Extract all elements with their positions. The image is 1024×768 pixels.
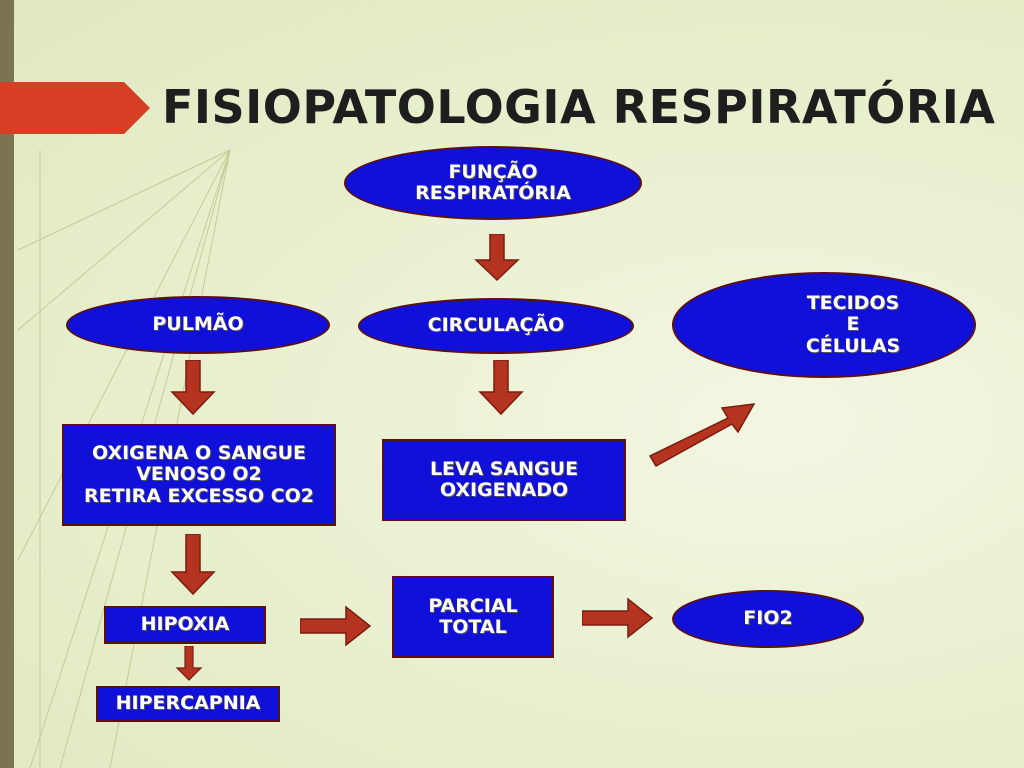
node-hipercapnia: HIPERCAPNIA (96, 686, 280, 722)
node-parcial-total: PARCIAL TOTAL (392, 576, 554, 658)
node-tecidos-e-celulas: TECIDOS E CÉLULAS (672, 272, 976, 378)
node-fio2: FIO2 (672, 590, 864, 648)
arrow-funcao-to-circulacao (474, 234, 520, 282)
arrow-hipoxia-to-parcial (300, 605, 372, 647)
node-hipoxia: HIPOXIA (104, 606, 266, 644)
title-arrow-icon (0, 82, 150, 134)
left-accent-bar (0, 0, 14, 768)
arrow-circulacao-to-leva (478, 360, 524, 416)
node-leva-sangue-oxigenado: LEVA SANGUE OXIGENADO (382, 439, 626, 521)
slide-title: FISIOPATOLOGIA RESPIRATÓRIA (162, 80, 996, 134)
arrow-oxigena-to-hipoxia (170, 534, 216, 596)
arrow-pulmao-to-oxigena (170, 360, 216, 416)
node-circulacao: CIRCULAÇÃO (358, 298, 634, 354)
arrow-hipoxia-to-hipercapnia (175, 646, 203, 681)
node-funcao-respiratoria: FUNÇÃO RESPIRATÓRIA (344, 146, 642, 220)
arrow-parcial-to-fio2 (582, 597, 654, 639)
node-oxigena-o-sangue: OXIGENA O SANGUE VENOSO O2 RETIRA EXCESS… (62, 424, 336, 526)
arrow-leva-to-tecidos (648, 403, 756, 468)
node-pulmao: PULMÃO (66, 296, 330, 354)
